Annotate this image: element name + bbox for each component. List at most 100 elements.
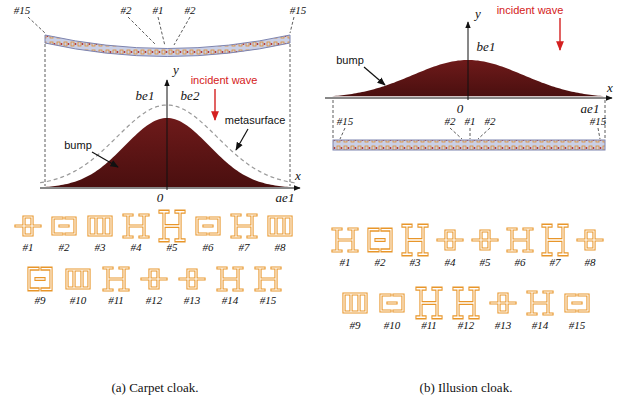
axis-label: y	[173, 62, 179, 78]
cell-inner	[269, 217, 291, 235]
carpet-panel	[28, 17, 300, 190]
callout-number: #2	[59, 241, 70, 253]
unit-cell	[508, 229, 532, 251]
cell-outline	[104, 268, 128, 290]
cell-outline	[256, 268, 280, 290]
wave-label: incident wave	[497, 4, 564, 16]
cell-outline	[180, 270, 204, 288]
callout-number: #10	[70, 294, 87, 306]
cell-outline	[438, 231, 462, 249]
axis-label: ae1	[581, 101, 600, 117]
callout-number: #1	[340, 256, 351, 268]
unit-cell	[67, 270, 89, 288]
metasurface-pointer	[236, 129, 248, 150]
callout-number: #15	[590, 115, 607, 127]
cell-inner	[160, 212, 184, 241]
axis-label: 0	[457, 101, 464, 117]
metasurface-strip	[45, 35, 290, 57]
callout-number: #15	[337, 115, 354, 127]
callout-number: #15	[260, 294, 277, 306]
unit-cell	[256, 268, 280, 290]
cell-inner	[218, 268, 242, 290]
cell-outline	[89, 217, 111, 235]
cell-inner	[369, 230, 391, 251]
unit-cells	[16, 212, 602, 318]
callout-number: #8	[275, 241, 286, 253]
part-label: bump	[64, 139, 92, 151]
cell-outline	[369, 230, 391, 251]
y-axis	[468, 22, 469, 100]
unit-cell	[232, 215, 256, 237]
axis-label: 0	[157, 190, 164, 206]
cell-inner	[528, 292, 552, 314]
cell-outline	[473, 231, 497, 249]
illusion-panel	[325, 18, 612, 150]
cell-inner	[124, 215, 148, 237]
cell-inner	[344, 294, 366, 312]
cell-outline	[67, 270, 89, 288]
cell-inner	[566, 295, 588, 311]
cell-outline	[491, 294, 515, 312]
leader-lines	[28, 17, 294, 186]
unit-cell	[578, 231, 602, 249]
cell-inner	[180, 270, 204, 288]
cell-outline	[508, 229, 532, 251]
cell-inner	[417, 289, 441, 318]
axis-label: be1	[136, 88, 155, 104]
unit-cell	[142, 270, 166, 288]
cell-outline	[29, 269, 51, 290]
callout-number: #2	[121, 4, 132, 16]
x-axis	[40, 188, 300, 189]
unit-cell	[89, 217, 111, 235]
wave-arrow	[214, 89, 215, 120]
callout-number: #1	[23, 241, 34, 253]
unit-cell	[16, 217, 40, 235]
cell-outline	[269, 217, 291, 235]
callout-number: #2	[485, 115, 496, 127]
wave-arrow	[559, 18, 560, 50]
cell-outline	[197, 218, 219, 234]
unit-cell	[491, 294, 515, 312]
callout-number: #6	[515, 256, 526, 268]
cell-outline	[16, 217, 40, 235]
callout-number: #14	[532, 319, 549, 331]
unit-cell	[344, 294, 366, 312]
cell-inner	[16, 217, 40, 235]
callout-number: #7	[239, 241, 250, 253]
unit-cell	[381, 295, 403, 311]
unit-cell	[473, 231, 497, 249]
unit-cell	[369, 230, 391, 251]
cell-outline	[381, 295, 403, 311]
callout-number: #2	[375, 256, 386, 268]
cell-outline	[218, 268, 242, 290]
cell-inner	[543, 226, 567, 255]
cell-outline	[578, 231, 602, 249]
callout-number: #12	[458, 319, 475, 331]
unit-cell	[124, 215, 148, 237]
unit-cell	[218, 268, 242, 290]
unit-cell	[528, 292, 552, 314]
cell-outline	[566, 295, 588, 311]
callout-number: #1	[153, 4, 164, 16]
callout-number: #13	[184, 294, 201, 306]
unit-cell	[180, 270, 204, 288]
callout-number: #9	[350, 319, 361, 331]
axis-label: be1	[477, 39, 496, 55]
cell-outline	[454, 289, 478, 318]
cell-inner	[381, 295, 403, 311]
callout-number: #5	[480, 256, 491, 268]
axis-label: be2	[181, 88, 200, 104]
axis-label: y	[475, 6, 481, 22]
cell-inner	[256, 268, 280, 290]
cell-outline	[333, 229, 357, 251]
bump-pointer	[364, 67, 385, 85]
callout-number: #6	[203, 241, 214, 253]
unit-cell	[417, 289, 441, 318]
unit-cell	[543, 226, 567, 255]
cell-outline	[142, 270, 166, 288]
callout-number: #8	[585, 256, 596, 268]
part-label: bump	[336, 54, 364, 66]
callout-number: #9	[35, 294, 46, 306]
unit-cell	[333, 229, 357, 251]
